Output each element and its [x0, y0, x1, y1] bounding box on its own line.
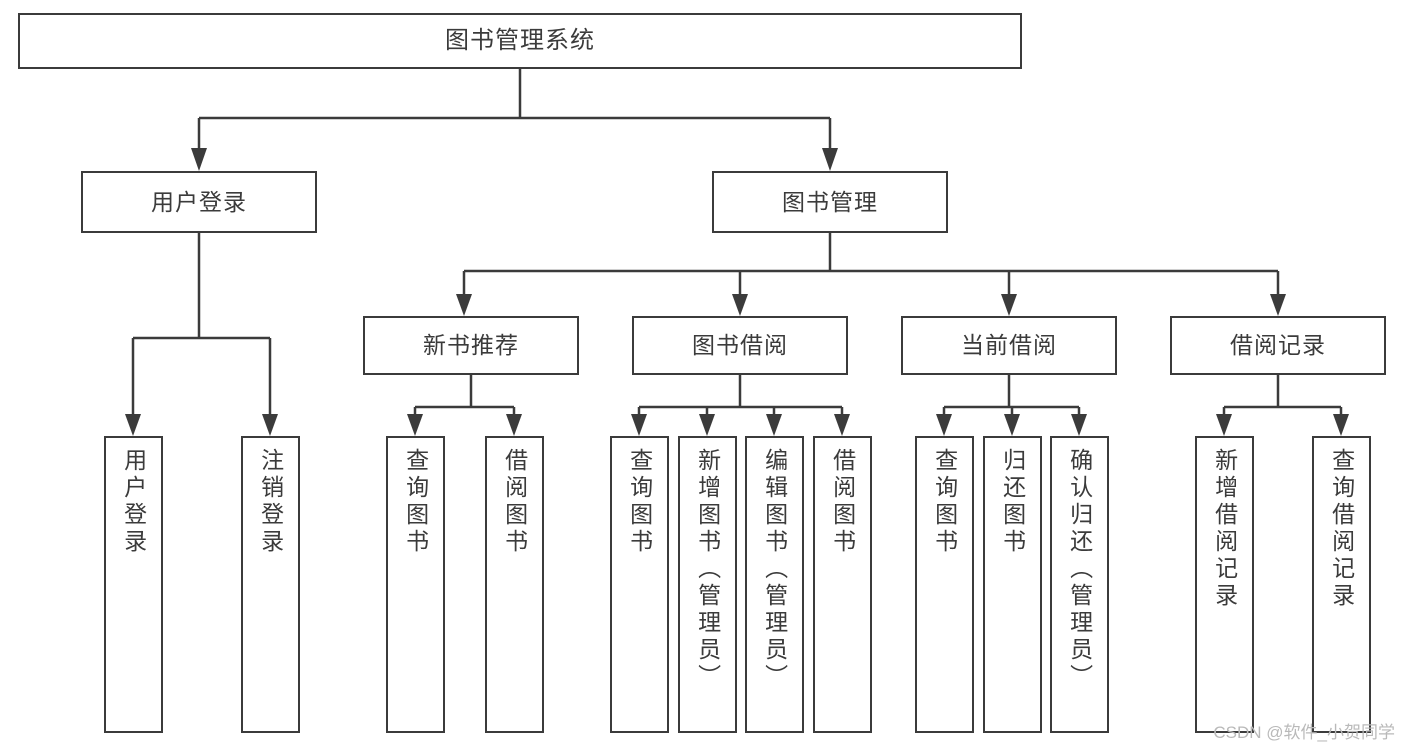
- watermark-text: CSDN @软件_小贺同学: [1213, 723, 1395, 742]
- node-leaf-add-book-admin[interactable]: 新增图书（管理员）: [678, 436, 737, 733]
- node-root-book-management-system[interactable]: 图书管理系统: [18, 13, 1022, 69]
- edge-bookborrow-to-leaves: [631, 375, 850, 436]
- node-leaf-query-books-current[interactable]: 查询图书: [915, 436, 974, 733]
- node-label: 图书管理: [782, 188, 878, 215]
- edge-currentborrow-to-leaves: [936, 375, 1087, 436]
- node-book-management[interactable]: 图书管理: [712, 171, 948, 233]
- edge-bookmanage-to-level3: [456, 233, 1286, 316]
- node-label: 查询借阅记录: [1328, 448, 1355, 610]
- node-label: 查询图书: [626, 448, 653, 556]
- node-leaf-edit-book-admin[interactable]: 编辑图书（管理员）: [745, 436, 804, 733]
- edge-root-to-level2: [191, 69, 838, 171]
- node-label: 注销登录: [257, 448, 284, 556]
- node-borrow-records[interactable]: 借阅记录: [1170, 316, 1386, 375]
- edge-userlogin-to-leaves: [125, 233, 278, 436]
- node-leaf-user-login[interactable]: 用户登录: [104, 436, 163, 733]
- node-leaf-confirm-return-admin[interactable]: 确认归还（管理员）: [1050, 436, 1109, 733]
- node-label: 查询图书: [402, 448, 429, 556]
- node-leaf-query-books-borrow[interactable]: 查询图书: [610, 436, 669, 733]
- node-new-book-recommendation[interactable]: 新书推荐: [363, 316, 579, 375]
- node-label: 确认归还（管理员）: [1066, 448, 1093, 691]
- node-label: 借阅图书: [501, 448, 528, 556]
- edge-borrowrecord-to-leaves: [1216, 375, 1349, 436]
- node-label: 借阅图书: [829, 448, 856, 556]
- node-current-borrowing[interactable]: 当前借阅: [901, 316, 1117, 375]
- node-leaf-query-borrow-record[interactable]: 查询借阅记录: [1312, 436, 1371, 733]
- node-label: 用户登录: [120, 448, 147, 556]
- node-label: 新增图书（管理员）: [694, 448, 721, 691]
- node-label: 用户登录: [151, 188, 247, 215]
- node-label: 查询图书: [931, 448, 958, 556]
- node-label: 新增借阅记录: [1211, 448, 1238, 610]
- node-leaf-user-logout[interactable]: 注销登录: [241, 436, 300, 733]
- node-label: 图书管理系统: [445, 27, 595, 55]
- node-book-borrowing[interactable]: 图书借阅: [632, 316, 848, 375]
- node-leaf-return-book[interactable]: 归还图书: [983, 436, 1042, 733]
- node-user-login[interactable]: 用户登录: [81, 171, 317, 233]
- node-label: 图书借阅: [692, 332, 788, 359]
- node-leaf-borrow-books-rec[interactable]: 借阅图书: [485, 436, 544, 733]
- node-label: 归还图书: [999, 448, 1026, 556]
- node-leaf-add-borrow-record[interactable]: 新增借阅记录: [1195, 436, 1254, 733]
- node-label: 编辑图书（管理员）: [761, 448, 788, 691]
- node-leaf-query-books-rec[interactable]: 查询图书: [386, 436, 445, 733]
- node-leaf-borrow-book[interactable]: 借阅图书: [813, 436, 872, 733]
- node-label: 当前借阅: [961, 332, 1057, 359]
- node-label: 借阅记录: [1230, 332, 1326, 359]
- node-label: 新书推荐: [423, 332, 519, 359]
- edge-newbookrec-to-leaves: [407, 375, 522, 436]
